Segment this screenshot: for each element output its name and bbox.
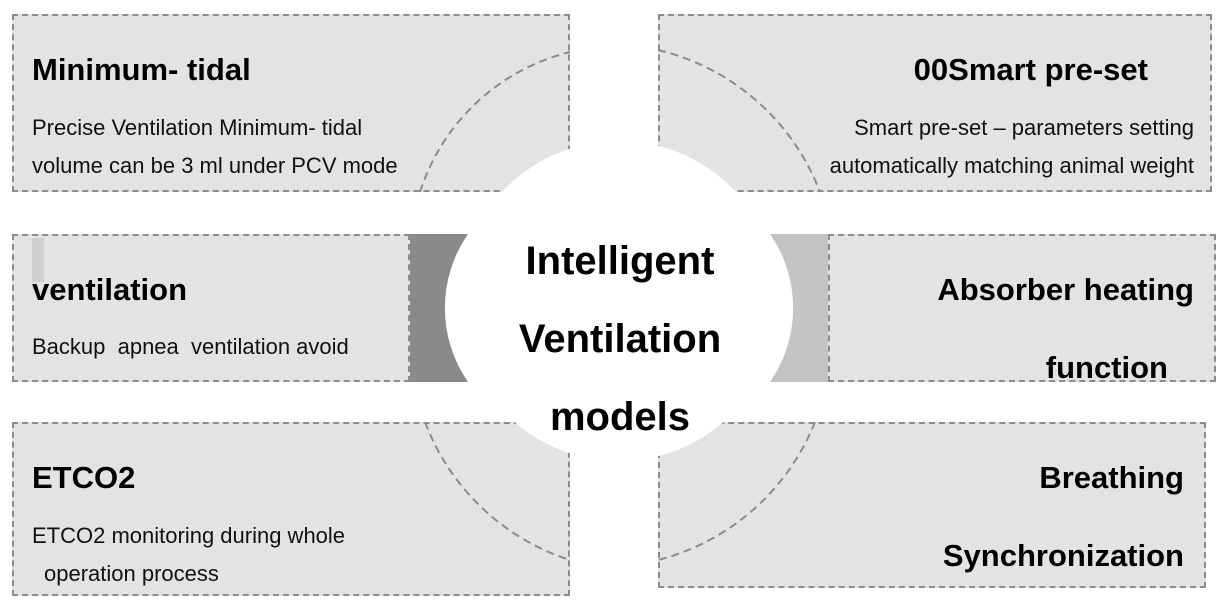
panel-title-line-2: Synchronization bbox=[942, 538, 1184, 573]
panel-title-line-1: Absorber heating bbox=[937, 272, 1194, 307]
center-title-line-3: models bbox=[549, 395, 691, 439]
center-title-line-1: Intelligent bbox=[525, 239, 715, 283]
panel-description: Backup apnea ventilation avoid bbox=[32, 334, 349, 359]
marker-bar bbox=[32, 238, 44, 282]
panel-title-line-1: Breathing bbox=[1039, 460, 1184, 495]
panel-title: ventilation bbox=[32, 272, 188, 307]
panel-etco2: ETCO2 ETCO2 monitoring during whole oper… bbox=[12, 422, 570, 596]
ring-segment-mid-left bbox=[395, 234, 468, 382]
center-title: Intelligent Ventilation models bbox=[470, 222, 770, 456]
center-title-line-2: Ventilation bbox=[518, 317, 722, 361]
center-disc bbox=[459, 141, 779, 461]
panel-title-line-2: function bbox=[1045, 350, 1168, 382]
panel-description: Smart pre-set – parameters setting autom… bbox=[829, 115, 1194, 178]
panel-title: Minimum- tidal bbox=[32, 52, 251, 87]
panel-backup-ventilation: ventilation Backup apnea ventilation avo… bbox=[12, 234, 410, 382]
panel-title: 00Smart pre-set bbox=[913, 52, 1148, 87]
panel-title: ETCO2 bbox=[32, 460, 136, 495]
ring-segment-mid-right bbox=[770, 234, 845, 382]
panel-description: ETCO2 monitoring during whole operation … bbox=[32, 523, 346, 586]
panel-absorber-heating: Absorber heating function bbox=[828, 234, 1216, 382]
panel-description: Precise Ventilation Minimum- tidal volum… bbox=[32, 115, 398, 178]
